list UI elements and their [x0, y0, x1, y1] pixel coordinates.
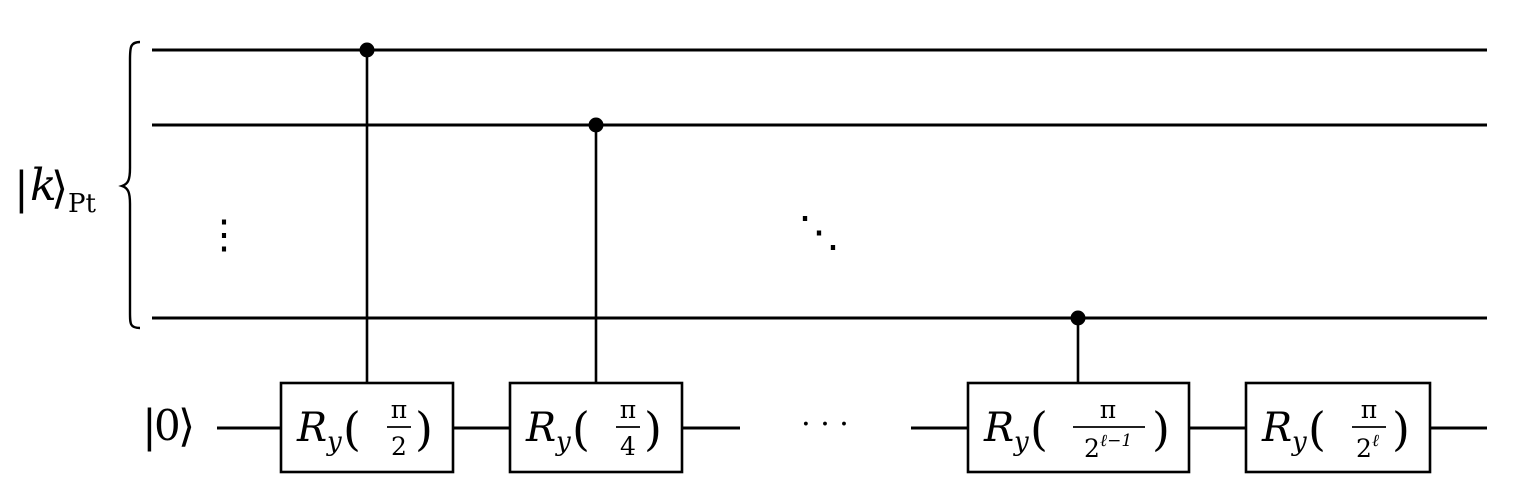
gate-ry-pi-over-2-pow-l-minus-1: R y ( π 2 ℓ−1 )	[966, 381, 1191, 474]
gate-ry-pi-over-2-pow-l: R y ( π 2 ℓ )	[1244, 381, 1432, 474]
register-ket-symbol: k	[30, 160, 57, 211]
ancilla-ket-open: |	[142, 401, 157, 452]
gate-denominator: 2	[1356, 434, 1372, 463]
gate-subscript: y	[326, 427, 342, 457]
gate-subscript: y	[1291, 427, 1307, 457]
control-dot	[359, 42, 375, 58]
gate-denominator-exponent: ℓ	[1372, 431, 1379, 451]
gate-paren-left: (	[1030, 402, 1048, 456]
gate-numerator: π	[1100, 395, 1116, 424]
gate-paren-left: (	[343, 402, 361, 456]
gate-paren-left: (	[1308, 402, 1326, 456]
gate-paren-right: )	[1152, 402, 1170, 456]
gate-name: R	[296, 405, 327, 451]
register-label: | k ⟩ Pt	[14, 160, 96, 219]
gate-name: R	[983, 405, 1014, 451]
register-ket-close: ⟩	[51, 163, 68, 214]
gate-paren-right: )	[415, 402, 433, 456]
control-dot	[588, 117, 604, 133]
gate-denominator: 4	[620, 432, 636, 461]
gate-subscript: y	[555, 427, 571, 457]
horizontal-ellipsis: · · ·	[801, 407, 849, 442]
gate-name: R	[1261, 405, 1292, 451]
gate-denominator: 2	[1084, 434, 1100, 463]
gate-box	[1244, 381, 1432, 474]
register-subscript: Pt	[68, 189, 96, 219]
gate-box	[279, 381, 455, 474]
ancilla-ket-close: ⟩	[178, 401, 195, 452]
gate-name: R	[525, 405, 556, 451]
register-brace	[118, 40, 141, 330]
gate-numerator: π	[1361, 395, 1377, 424]
ancilla-ket-symbol: 0	[154, 401, 181, 450]
register-ket-open: |	[14, 163, 29, 214]
gate-numerator: π	[620, 395, 636, 424]
gate-denominator: 2	[391, 432, 407, 461]
gate-paren-left: (	[572, 402, 590, 456]
gate-paren-right: )	[644, 402, 662, 456]
gate-denominator-exponent: ℓ−1	[1100, 431, 1132, 451]
gate-box	[508, 381, 684, 474]
gate-subscript: y	[1013, 427, 1029, 457]
ancilla-label: | 0 ⟩	[142, 401, 195, 452]
control-dot	[1070, 310, 1086, 326]
gate-ry-pi-over-2: R y ( π 2 )	[279, 381, 455, 474]
gate-ry-pi-over-4: R y ( π 4 )	[508, 381, 684, 474]
gate-paren-right: )	[1392, 402, 1410, 456]
gate-numerator: π	[391, 395, 407, 424]
diagonal-ellipsis: ⋱	[798, 207, 840, 256]
vertical-ellipsis: ⋮	[204, 212, 244, 258]
